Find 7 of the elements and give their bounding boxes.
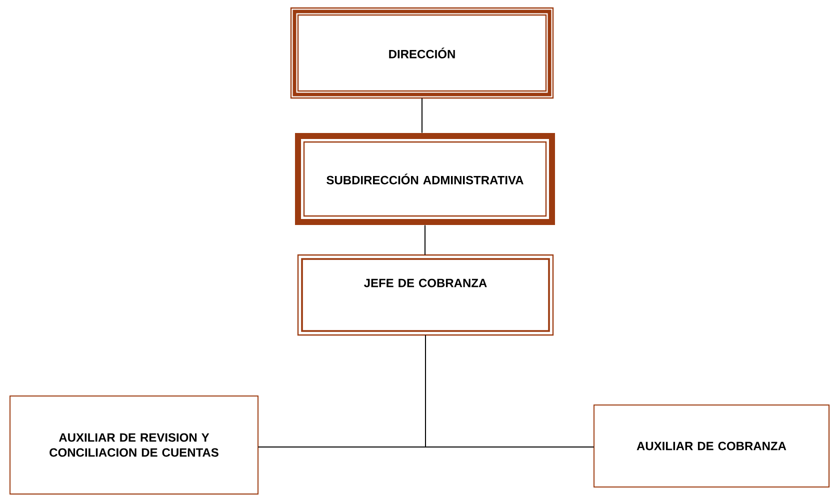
org-box: SUBDIRECCIÓN ADMINISTRATIVA	[295, 133, 555, 225]
org-box: AUXILIAR DE COBRANZA	[594, 404, 830, 488]
connector-line	[424, 224, 426, 256]
org-box: DIRECCIÓN	[290, 7, 554, 99]
org-box: JEFE DE COBRANZA	[297, 254, 554, 336]
org-box: AUXILIAR DE REVISION Y CONCILIACION DE CUENTAS	[10, 395, 258, 494]
connector-line	[425, 334, 594, 448]
